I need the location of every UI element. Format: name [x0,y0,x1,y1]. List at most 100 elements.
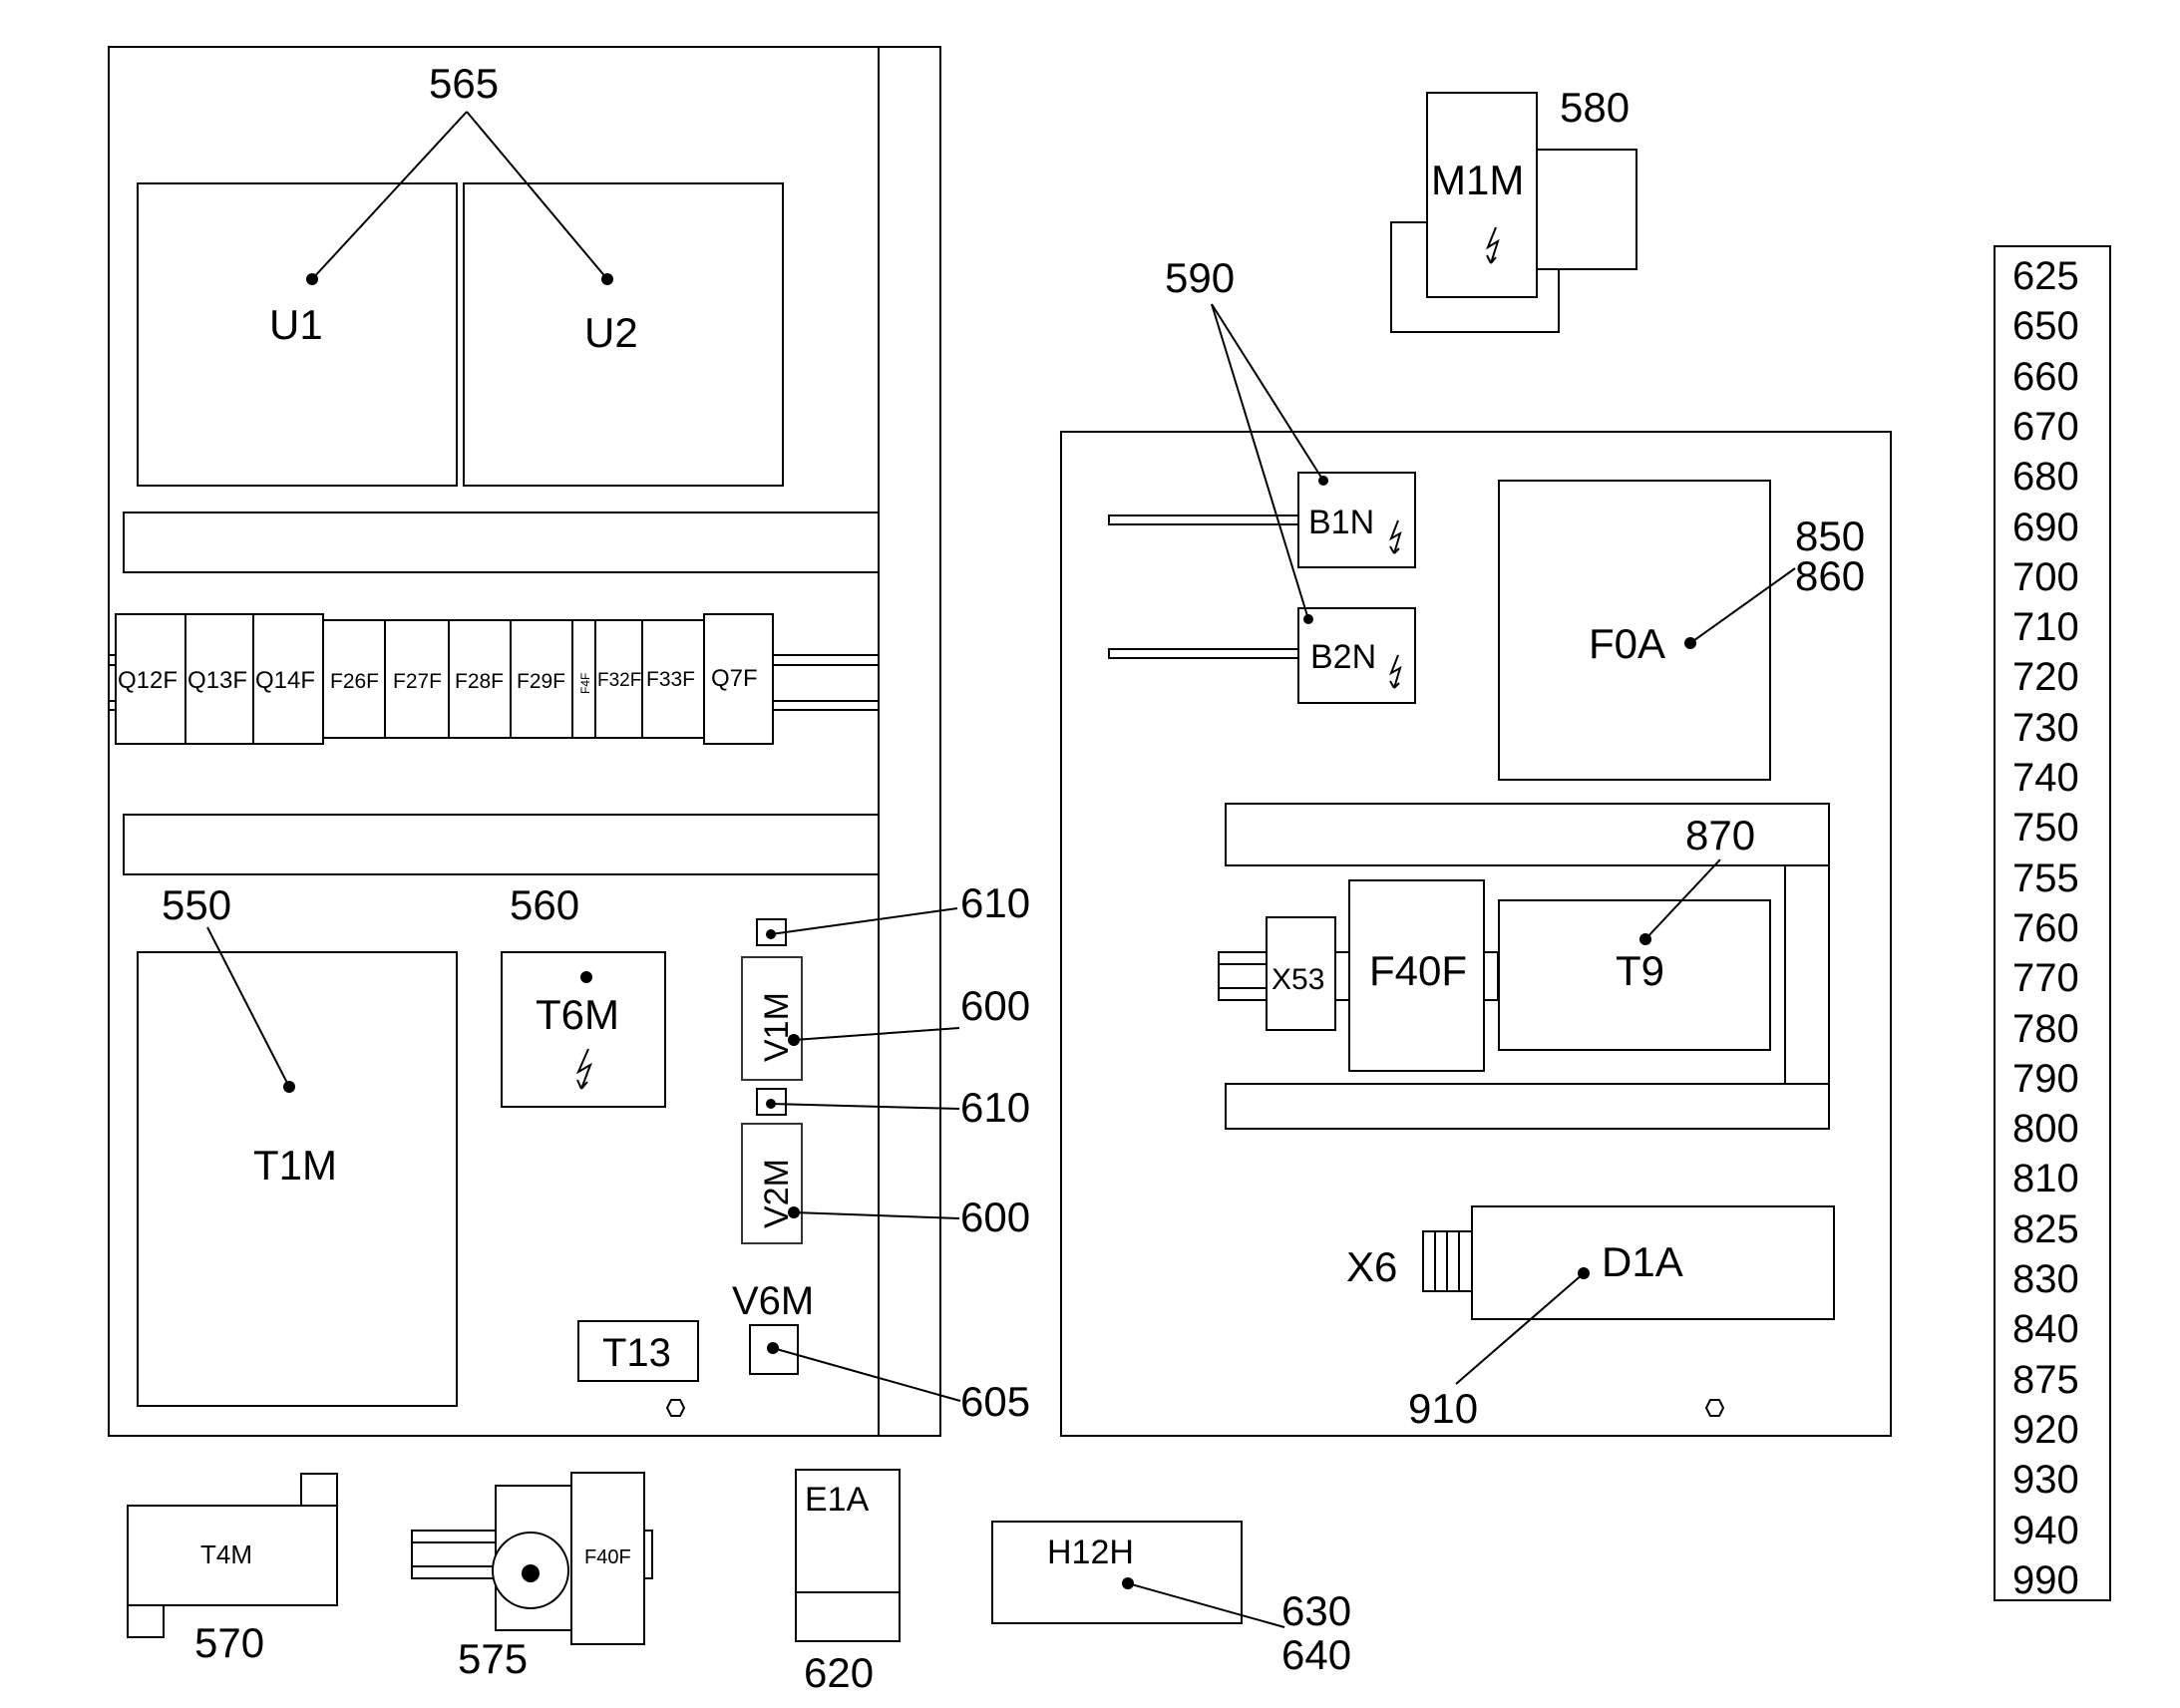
f4f-label: F4F [578,673,592,694]
ref-590: 590 [1165,254,1235,301]
rail-upper [1225,803,1830,866]
h12h-label: H12H [1047,1534,1134,1571]
v2m-label: V2M [758,1159,796,1228]
f40f-label: F40F [1369,947,1467,994]
t9-unit [1498,899,1771,1051]
t9-label: T9 [1616,947,1664,994]
ref-610-upper: 610 [960,879,1030,926]
list-item: 670 [2012,405,2079,449]
q13f-label: Q13F [187,667,247,694]
list-item: 790 [2012,1057,2079,1101]
e1a-unit [795,1469,901,1642]
list-item: 840 [2012,1307,2079,1351]
v6m-label: V6M [732,1279,814,1323]
ref-610-lower: 610 [960,1084,1030,1131]
ref-575: 575 [458,1635,528,1682]
list-item: 660 [2012,355,2079,399]
f28f-label: F28F [455,670,504,693]
ref-620: 620 [804,1649,874,1696]
m1m-motor: M1M 580 [1390,84,1637,333]
d1a-label: D1A [1602,1238,1683,1285]
list-item: 650 [2012,304,2079,348]
ref-630: 630 [1281,1587,1351,1634]
ref-850: 850 [1795,512,1865,559]
t1m-transformer [137,951,458,1407]
lightning-icon [1485,226,1500,264]
t13-unit [577,1320,699,1382]
b2n-label: B2N [1310,638,1376,676]
list-item: 920 [2012,1408,2079,1452]
list-item: 690 [2012,506,2079,549]
hex-screw-icon [665,1399,686,1417]
u2-module [463,182,784,487]
u1-module [137,182,458,487]
list-item: 800 [2012,1107,2079,1151]
breaker-group-q [115,613,324,745]
ref-580: 580 [1560,84,1630,131]
t13-label: T13 [602,1331,671,1375]
ref-565: 565 [429,60,499,107]
list-item: 940 [2012,1509,2079,1552]
right-panel: B1N B2N 590 F0A 850 860 X53 F40F T9 [1060,254,1892,1437]
lightning-icon [1389,519,1402,554]
x53-label: X53 [1272,963,1324,996]
list-item: 830 [2012,1257,2079,1301]
list-item: 750 [2012,806,2079,850]
f40f-small-label: F40F [584,1546,631,1568]
breaker-group-f [322,619,705,739]
list-item: 930 [2012,1458,2079,1502]
hex-screw-icon [1704,1399,1725,1417]
t4m-unit [127,1505,338,1606]
v1m-valve [741,956,803,1081]
ref-870: 870 [1685,812,1755,858]
ref-570: 570 [194,1619,264,1666]
q14f-label: Q14F [255,667,315,694]
ref-860: 860 [1795,552,1865,599]
ref-605: 605 [960,1378,1030,1425]
b1n-sensor [1297,472,1416,568]
cable-duct-upper [123,512,880,573]
reference-number-list: 6256506606706806907007107207307407507557… [1994,245,2111,1602]
list-item: 770 [2012,956,2079,1000]
list-item: 825 [2012,1207,2079,1251]
list-item: 710 [2012,605,2079,649]
m1m-label: M1M [1431,157,1524,203]
list-item: 625 [2012,254,2079,298]
f27f-label: F27F [393,670,442,693]
cable-duct-lower [123,814,880,875]
v1m-label: V1M [758,992,796,1062]
t6m-label: T6M [536,991,619,1038]
ref-640: 640 [1281,1631,1351,1678]
ref-910: 910 [1408,1385,1478,1432]
t4m-label: T4M [200,1539,252,1569]
left-cabinet: U1 U2 565 Q12F Q13F Q14F F26F F27F F28F [108,46,1030,1437]
list-item: 760 [2012,906,2079,950]
ref-560: 560 [510,881,579,928]
f0a-unit [1498,480,1771,781]
list-item: 875 [2012,1358,2079,1402]
list-item: 730 [2012,706,2079,750]
lightning-icon [1389,654,1402,689]
f26f-label: F26F [330,670,379,693]
list-item: 740 [2012,756,2079,800]
list-item: 700 [2012,555,2079,599]
rail-lower [1225,1083,1830,1130]
ref-600-lower: 600 [960,1194,1030,1240]
ref-550: 550 [162,881,231,928]
e1a-label: E1A [805,1481,870,1519]
b2n-sensor [1297,607,1416,704]
q7f-label: Q7F [711,665,758,692]
f0a-label: F0A [1589,620,1665,667]
x6-label: X6 [1346,1243,1397,1290]
t1m-label: T1M [253,1142,337,1189]
bottom-parts: T4M 570 F40F 575 E1A 620 H12H 630 640 [127,1469,1351,1696]
q7f-breaker [703,613,774,745]
list-item: 680 [2012,455,2079,499]
f29f-label: F29F [517,670,565,693]
list-item: 755 [2012,856,2079,900]
v2m-valve [741,1123,803,1244]
h12h-unit [991,1521,1243,1624]
u1-label: U1 [269,301,323,348]
u2-label: U2 [584,309,638,356]
